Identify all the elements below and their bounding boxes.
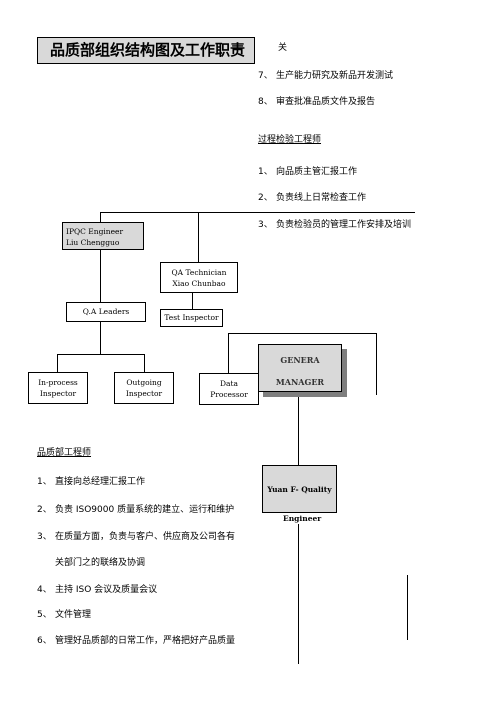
item-text: 主持 ISO 会议及质量会议 — [55, 585, 158, 595]
left-item-3: 3、在质量方面，负责与客户、供应商及公司各有 — [37, 531, 235, 543]
ipqc-engineer-box: IPQC Engineer Liu Chengguo — [62, 222, 144, 250]
continuation-text: 关 — [278, 43, 288, 53]
right-item-8: 8、审查批准品质文件及报告 — [258, 96, 375, 108]
box-label: QA Technician — [171, 268, 227, 277]
left-item-2: 2、负责 ISO9000 质量系统的建立、运行和维护 — [37, 504, 234, 516]
connector-line — [298, 397, 299, 465]
item-number: 3、 — [37, 532, 52, 542]
left-item-3-cont: 关部门之的联络及协调 — [55, 557, 145, 569]
engineer-heading: 品质部工程师 — [37, 448, 92, 458]
item-number: 8、 — [258, 97, 273, 107]
item-number: 2、 — [37, 505, 52, 515]
box-label: Outgoing — [126, 378, 162, 387]
item-text: 负责 ISO9000 质量系统的建立、运行和维护 — [55, 505, 235, 515]
box-label: Data — [220, 379, 238, 388]
connector-line — [407, 575, 408, 640]
item-text: 直接向总经理汇报工作 — [55, 477, 146, 487]
page-title: 品质部组织结构图及工作职责 — [37, 37, 255, 64]
item-number: 7、 — [258, 71, 273, 81]
box-label: MANAGER — [275, 377, 325, 387]
connector-line — [57, 354, 58, 372]
top-connector-line — [100, 212, 415, 213]
item-text: 负责线上日常检查工作 — [276, 193, 367, 203]
box-label: Inspector — [125, 389, 163, 398]
left-item-4: 4、主持 ISO 会议及质量会议 — [37, 584, 157, 596]
connector-line — [228, 333, 377, 334]
item-text: 审查批准品质文件及报告 — [276, 97, 376, 107]
item-number: 2、 — [258, 193, 273, 203]
item-text: 管理好品质部的日常工作，严格把好产品质量 — [55, 636, 236, 646]
item-number: 1、 — [258, 167, 273, 177]
item-number: 6、 — [37, 636, 52, 646]
box-label: Processor — [210, 390, 248, 399]
connector-line — [376, 333, 377, 395]
right-item-7: 7、生产能力研究及新品开发测试 — [258, 70, 393, 82]
qa-technician-box: QA Technician Xiao Chunbao — [160, 262, 238, 293]
box-label: In-process — [38, 378, 78, 387]
item-text: 在质量方面，负责与客户、供应商及公司各有 — [55, 532, 236, 542]
connector-line — [57, 354, 144, 355]
connector-line — [144, 354, 145, 372]
left-item-5: 5、文件管理 — [37, 609, 91, 621]
box-label: GENERA — [280, 355, 320, 365]
connector-line — [192, 293, 193, 309]
item-text: 文件管理 — [55, 610, 92, 620]
connector-line — [228, 333, 229, 373]
process-heading: 过程检验工程师 — [258, 135, 322, 145]
box-label: Inspector — [39, 389, 77, 398]
item-number: 1、 — [37, 477, 52, 487]
general-manager-box: GENERA MANAGER — [258, 344, 342, 392]
engineer-label: Engineer — [283, 514, 322, 523]
item-number: 3、 — [258, 220, 273, 230]
left-item-1: 1、直接向总经理汇报工作 — [37, 476, 145, 488]
connector-line — [100, 212, 101, 222]
data-processor-box: Data Processor — [199, 373, 259, 405]
process-item-1: 1、向品质主管汇报工作 — [258, 166, 357, 178]
item-text: 生产能力研究及新品开发测试 — [276, 71, 394, 81]
box-label: IPQC Engineer — [66, 227, 124, 236]
connector-line — [100, 322, 101, 354]
left-item-6: 6、管理好品质部的日常工作，严格把好产品质量 — [37, 635, 235, 647]
item-text: 向品质主管汇报工作 — [276, 167, 358, 177]
item-text: 关部门之的联络及协调 — [55, 558, 146, 568]
test-inspector-box: Test Inspector — [160, 309, 223, 327]
connector-line — [298, 524, 299, 664]
connector-line — [100, 250, 101, 302]
item-number: 4、 — [37, 585, 52, 595]
qa-leaders-box: Q.A Leaders — [66, 302, 146, 322]
process-item-3: 3、负责检验员的管理工作安排及培训 — [258, 219, 411, 231]
item-text: 负责检验员的管理工作安排及培训 — [276, 220, 412, 230]
in-process-inspector-box: In-process Inspector — [28, 372, 88, 404]
box-label: Xiao Chunbao — [172, 279, 226, 288]
box-label: Liu Chengguo — [66, 238, 120, 247]
process-item-2: 2、负责线上日常检查工作 — [258, 192, 366, 204]
item-number: 5、 — [37, 610, 52, 620]
connector-line — [198, 212, 199, 262]
quality-engineer-box: Yuan F- Quality — [262, 465, 337, 513]
outgoing-inspector-box: Outgoing Inspector — [114, 372, 174, 404]
